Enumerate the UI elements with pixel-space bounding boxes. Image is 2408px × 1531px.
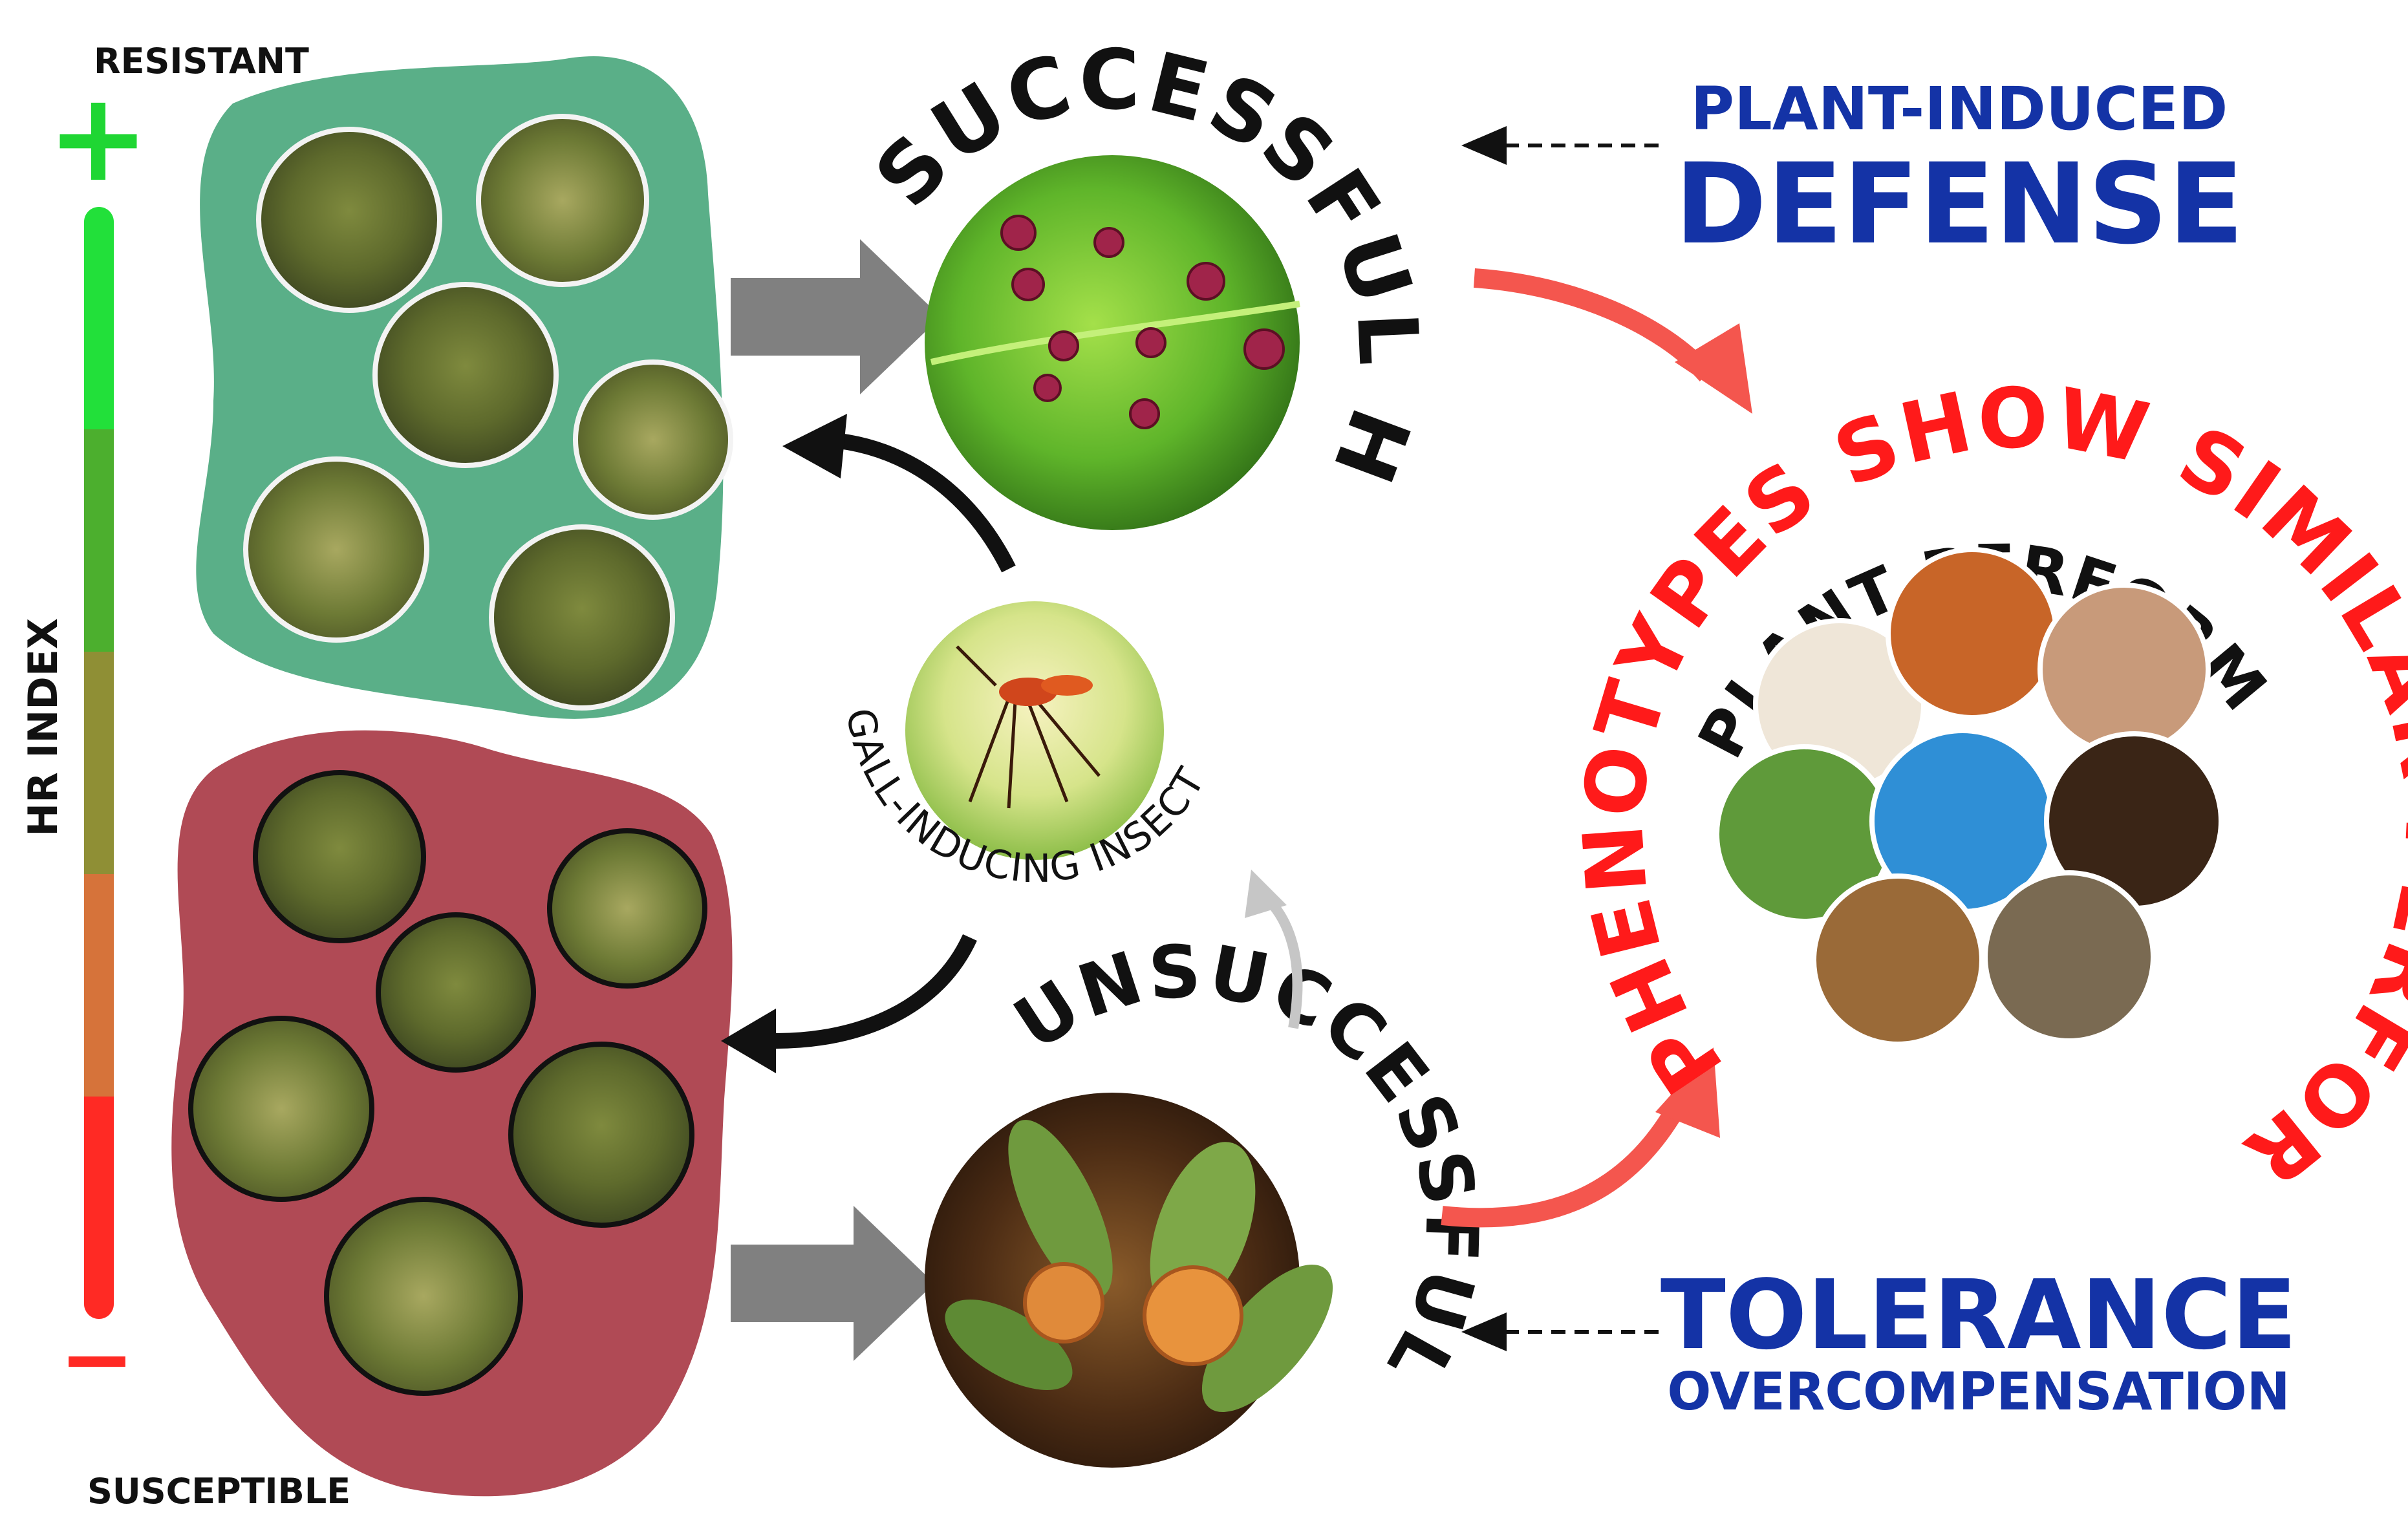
plant-photo <box>188 1016 374 1202</box>
gall-inducing-insect-node: GALL-INDUCING INSECT <box>837 601 1213 892</box>
unsuccessful-to-insect-arrowhead <box>1245 870 1287 918</box>
plant-photo <box>372 282 559 468</box>
insect-to-susceptible-arrowhead <box>721 1009 776 1073</box>
plant-photo <box>508 1042 694 1228</box>
minus-sign: − <box>59 1307 134 1412</box>
plant-photo <box>253 770 426 943</box>
successful-to-phenotypes-arrowhead <box>1675 323 1752 414</box>
defense-label-group: PLANT-INDUCED DEFENSE <box>1675 74 2244 269</box>
susceptible-group <box>171 730 733 1497</box>
plant-photo <box>256 127 442 313</box>
tolerance-label-group: TOLERANCE OVERCOMPENSATION <box>1661 1259 2297 1422</box>
plant-photo <box>476 114 649 287</box>
insect-to-resistant-arrowhead <box>782 414 847 478</box>
plant-photo <box>324 1197 523 1396</box>
unsuccessful-to-phenotypes-arrowhead <box>1655 1047 1720 1138</box>
susceptible-label: SUSCEPTIBLE <box>87 1471 350 1512</box>
plant-photo <box>243 456 429 643</box>
tolerance-line1: TOLERANCE <box>1661 1259 2297 1371</box>
gall-node <box>1143 1265 1243 1366</box>
hr-index-scale: RESISTANT + − HR INDEX SUSCEPTIBLE <box>19 41 350 1512</box>
plant-photo <box>573 359 733 520</box>
resistant-group <box>196 56 733 719</box>
grey-arrow-to-successful <box>731 239 941 394</box>
tolerance-arrowhead <box>1461 1312 1507 1351</box>
gall-leaf <box>1008 1120 1113 1298</box>
defense-arrowhead <box>1461 126 1507 165</box>
successful-to-phenotypes-arrow <box>1473 268 1715 381</box>
plant-photo <box>376 912 536 1073</box>
performance-photo-flower <box>1811 873 1984 1047</box>
defense-line1: PLANT-INDUCED <box>1691 74 2228 144</box>
insect-to-resistant-arrow <box>826 432 1016 573</box>
gall-leaf <box>945 1300 1073 1390</box>
hr-index-label: HR INDEX <box>19 618 67 837</box>
unsuccessful-to-phenotypes-arrow <box>1441 1094 1690 1228</box>
insect-body <box>956 645 1101 809</box>
insect-abdomen <box>1041 675 1093 696</box>
hr-lesion-spots <box>1000 215 1285 429</box>
grey-arrow-to-unsuccessful <box>731 1206 934 1361</box>
leaf-midrib <box>930 301 1300 365</box>
insect-photo <box>905 601 1164 860</box>
hr-leaf-photo <box>925 155 1300 530</box>
gall-node <box>1023 1262 1104 1344</box>
plant-photo <box>489 524 675 711</box>
plant-photo <box>547 828 707 989</box>
gall-leaf <box>1201 1265 1333 1412</box>
tolerance-line2: OVERCOMPENSATION <box>1667 1362 2290 1422</box>
plus-sign: + <box>47 66 149 209</box>
gall-photo <box>925 1093 1300 1468</box>
hr-gradient-bar <box>84 207 114 1319</box>
performance-photo-seed <box>2037 583 2211 756</box>
insect-to-susceptible-arrow <box>775 934 977 1049</box>
performance-photo-pods <box>1886 547 2059 720</box>
performance-photo-sprout <box>1983 870 2156 1044</box>
defense-line2: DEFENSE <box>1675 139 2244 269</box>
resistant-label: RESISTANT <box>94 41 309 81</box>
